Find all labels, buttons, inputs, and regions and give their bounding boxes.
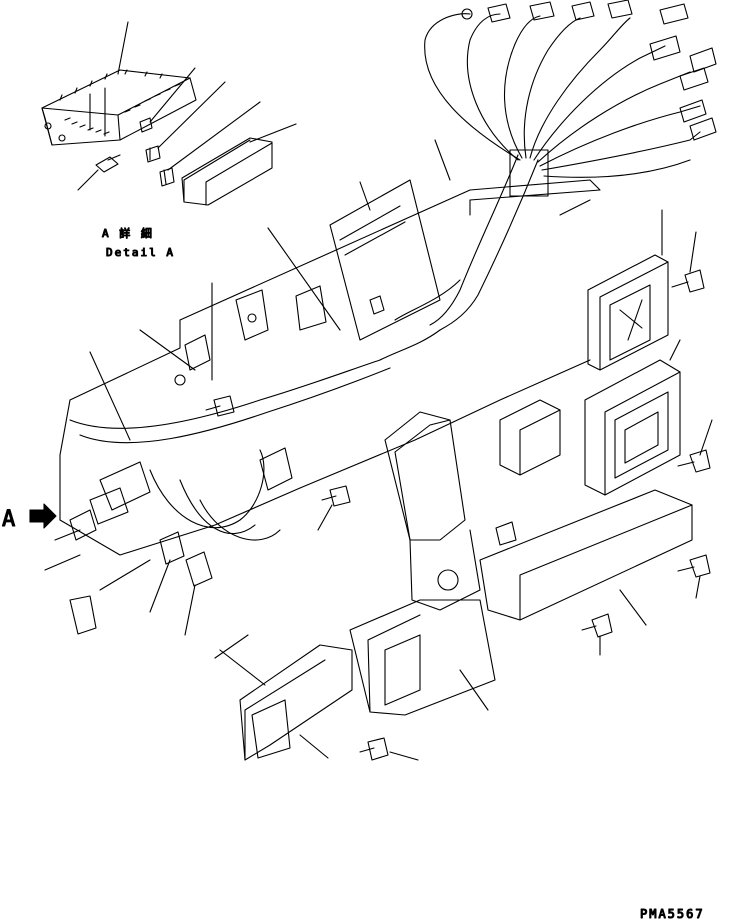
bolt-6	[321, 485, 351, 507]
floor-frame	[59, 179, 601, 556]
bolt-7	[205, 395, 235, 417]
relay-box	[499, 399, 561, 476]
drawing-code: PMA5567	[640, 907, 705, 921]
arrow-a-label: A	[2, 507, 15, 532]
detail-a-connector	[41, 69, 197, 146]
detail-a-screw	[95, 154, 121, 173]
controller-upper	[587, 254, 669, 371]
air-duct-right	[479, 489, 693, 621]
bolt-4	[581, 613, 613, 638]
bolt-5	[359, 737, 389, 761]
bolt-1	[671, 269, 705, 293]
bolt-8	[495, 521, 517, 546]
controller-lower	[584, 359, 681, 496]
detail-a-leaders	[77, 21, 297, 191]
arrow-a-indicator	[29, 503, 57, 529]
bolt-2	[677, 449, 711, 473]
left-harness	[69, 359, 391, 635]
bolt-3	[677, 554, 711, 578]
air-duct-vertical	[384, 411, 481, 611]
air-duct-center	[349, 599, 496, 716]
detail-a-small-plugs	[139, 117, 175, 187]
detail-a-title-jp: A 詳 細	[102, 226, 154, 240]
harness-connectors	[461, 0, 717, 141]
detail-a-title-en: Detail A	[106, 246, 175, 259]
leader-lines	[44, 139, 713, 761]
air-duct-left	[239, 644, 353, 761]
harness-bundle	[379, 13, 701, 361]
detail-a-cover	[181, 137, 273, 206]
